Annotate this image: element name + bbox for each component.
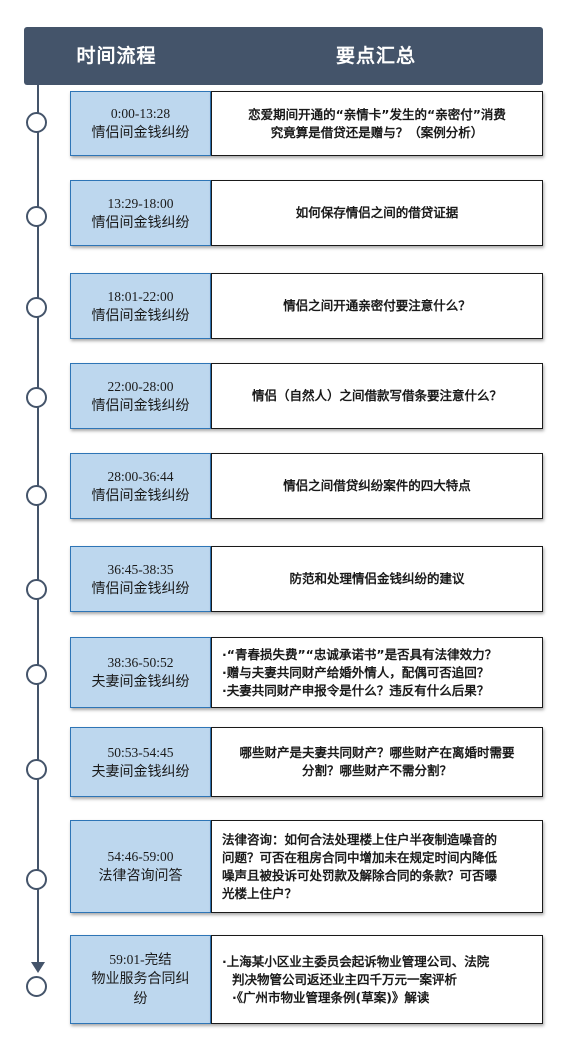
key-point-line: 究竟算是借贷还是赠与？（案例分析） xyxy=(270,124,484,140)
key-point-box: 情侣之间借贷纠纷案件的四大特点 xyxy=(211,453,543,519)
key-point-box: 如何保存情侣之间的借贷证据 xyxy=(211,180,543,246)
topic-label: 纷 xyxy=(133,991,148,1007)
key-point-line: 情侣之间开通亲密付要注意什么？ xyxy=(283,298,471,313)
key-point-line: 如何保存情侣之间的借贷证据 xyxy=(295,205,459,220)
time-range: 22:00-28:00 xyxy=(107,378,174,394)
time-range: 54:46-59:00 xyxy=(107,849,174,864)
time-segment-box: 22:00-28:00 情侣间金钱纠纷 xyxy=(70,363,211,429)
key-point-line: 噪声且被投诉可处罚款及解除合同的条款？可否曝 xyxy=(222,867,498,883)
topic-label: 情侣间金钱纠纷 xyxy=(91,487,190,504)
timeline-node xyxy=(26,759,47,780)
timeline-node xyxy=(26,579,47,600)
time-range: 28:00-36:44 xyxy=(107,468,174,484)
key-point-box: 法律咨询：如何合法处理楼上住户半夜制造噪音的 问题？可否在租房合同中增加未在规定… xyxy=(211,820,543,913)
key-point-box: 恋爱期间开通的“亲情卡”发生的“亲密付”消费 究竟算是借贷还是赠与？（案例分析） xyxy=(211,91,543,156)
time-range: 38:36-50:52 xyxy=(107,655,174,670)
key-point-line: ·赠与夫妻共同财产给婚外情人，配偶可否追回？ xyxy=(222,664,490,680)
key-point-line: 情侣（自然人）之间借款写借条要注意什么？ xyxy=(251,388,502,403)
time-segment-box: 54:46-59:00 法律咨询问答 xyxy=(70,820,211,913)
time-range: 36:45-38:35 xyxy=(107,561,174,577)
key-point-line: 哪些财产是夫妻共同财产？哪些财产在离婚时需要 xyxy=(239,745,515,760)
time-segment-box: 50:53-54:45 夫妻间金钱纠纷 xyxy=(70,727,211,797)
time-range: 13:29-18:00 xyxy=(107,195,174,211)
key-point-line: ·夫妻共同财产申报令是什么？违反有什么后果？ xyxy=(222,682,490,698)
key-point-line: 判决物管公司返还业主四千万元一案评析 xyxy=(232,971,458,987)
time-segment-box: 0:00-13:28 情侣间金钱纠纷 xyxy=(70,91,211,156)
time-range: 59:01-完结 xyxy=(109,952,172,967)
topic-label: 情侣间金钱纠纷 xyxy=(91,125,190,141)
topic-label: 夫妻间金钱纠纷 xyxy=(91,674,190,690)
key-point-box: ·“青春损失费”“忠诚承诺书”是否具有法律效力？ ·赠与夫妻共同财产给婚外情人，… xyxy=(211,637,543,708)
key-point-box: 哪些财产是夫妻共同财产？哪些财产在离婚时需要 分割？哪些财产不需分割？ xyxy=(211,727,543,797)
topic-label: 物业服务合同纠 xyxy=(91,971,190,987)
time-segment-box: 59:01-完结 物业服务合同纠 纷 xyxy=(70,935,211,1024)
timeline-node xyxy=(26,112,47,133)
key-point-line: 法律咨询：如何合法处理楼上住户半夜制造噪音的 xyxy=(222,831,498,847)
key-point-line: ·《广州市物业管理条例(草案)》解读 xyxy=(232,989,430,1005)
topic-label: 夫妻间金钱纠纷 xyxy=(91,763,190,780)
key-point-box: 情侣（自然人）之间借款写借条要注意什么？ xyxy=(211,363,543,429)
key-point-box: 情侣之间开通亲密付要注意什么？ xyxy=(211,273,543,339)
timeline-axis xyxy=(37,85,39,965)
topic-label: 情侣间金钱纠纷 xyxy=(91,580,190,597)
time-segment-box: 13:29-18:00 情侣间金钱纠纷 xyxy=(70,180,211,246)
time-segment-box: 18:01-22:00 情侣间金钱纠纷 xyxy=(70,273,211,339)
topic-label: 情侣间金钱纠纷 xyxy=(91,397,190,414)
key-point-line: ·上海某小区业主委员会起诉物业管理公司、法院 xyxy=(222,953,490,969)
timeline-node xyxy=(26,869,47,890)
header-time-flow: 时间流程 xyxy=(76,45,157,67)
key-point-line: 问题？可否在租房合同中增加未在规定时间内降低 xyxy=(222,849,498,865)
time-range: 0:00-13:28 xyxy=(110,106,171,121)
time-segment-box: 28:00-36:44 情侣间金钱纠纷 xyxy=(70,453,211,519)
key-point-box: 防范和处理情侣金钱纠纷的建议 xyxy=(211,546,543,612)
key-point-line: 情侣之间借贷纠纷案件的四大特点 xyxy=(283,478,471,493)
key-point-line: 防范和处理情侣金钱纠纷的建议 xyxy=(289,571,465,586)
key-point-box: ·上海某小区业主委员会起诉物业管理公司、法院 判决物管公司返还业主四千万元一案评… xyxy=(211,935,543,1024)
topic-label: 情侣间金钱纠纷 xyxy=(91,214,190,231)
timeline-arrow-icon xyxy=(31,962,45,973)
timeline-node xyxy=(26,206,47,227)
time-segment-box: 38:36-50:52 夫妻间金钱纠纷 xyxy=(70,637,211,708)
topic-label: 情侣间金钱纠纷 xyxy=(91,307,190,324)
timeline-node xyxy=(26,664,47,685)
key-point-line: ·“青春损失费”“忠诚承诺书”是否具有法律效力？ xyxy=(222,646,498,662)
timeline-node xyxy=(26,485,47,506)
time-range: 18:01-22:00 xyxy=(107,288,174,304)
table-header: 时间流程 要点汇总 xyxy=(24,27,543,85)
timeline-node xyxy=(26,297,47,318)
timeline-node xyxy=(26,976,47,997)
time-segment-box: 36:45-38:35 情侣间金钱纠纷 xyxy=(70,546,211,612)
timeline-node xyxy=(26,387,47,408)
header-key-points: 要点汇总 xyxy=(335,45,416,67)
topic-label: 法律咨询问答 xyxy=(98,868,183,884)
key-point-line: 恋爱期间开通的“亲情卡”发生的“亲密付”消费 xyxy=(248,106,506,122)
key-point-line: 光楼上住户？ xyxy=(222,885,298,901)
time-range: 50:53-54:45 xyxy=(107,744,174,760)
key-point-line: 分割？哪些财产不需分割？ xyxy=(301,763,452,778)
